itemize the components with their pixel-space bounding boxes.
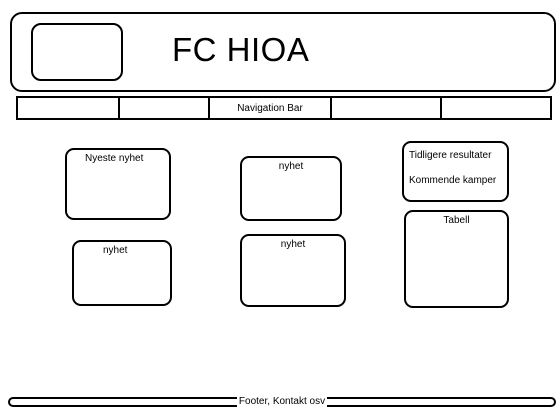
navigation-bar: Navigation Bar [16,96,552,120]
nav-item-4[interactable] [332,98,442,118]
upcoming-matches-link[interactable]: Kommende kamper [409,175,497,186]
news-card-2[interactable]: nyhet [240,156,342,221]
news-label: nyhet [280,239,306,250]
nav-item-3[interactable]: Navigation Bar [210,98,332,118]
nav-item-1[interactable] [18,98,120,118]
results-matches-box: Tidligere resultater Kommende kamper [402,141,509,202]
latest-news-card[interactable]: Nyeste nyhet [65,148,171,220]
news-card-3[interactable]: nyhet [72,240,172,306]
previous-results-link[interactable]: Tidligere resultater [409,150,492,161]
news-card-4[interactable]: nyhet [240,234,346,307]
site-footer: Footer, Kontakt osv [8,397,556,407]
news-label: nyhet [278,161,304,172]
league-table-box[interactable]: Tabell [404,210,509,308]
nav-item-5[interactable] [442,98,550,118]
league-table-label: Tabell [443,215,470,226]
footer-text: Footer, Kontakt osv [236,396,328,407]
nav-item-2[interactable] [120,98,210,118]
nav-bar-label: Navigation Bar [237,102,303,114]
latest-news-label: Nyeste nyhet [85,153,144,164]
news-label: nyhet [103,245,128,256]
logo-placeholder[interactable] [31,23,123,81]
site-title: FC HIOA [172,31,310,68]
